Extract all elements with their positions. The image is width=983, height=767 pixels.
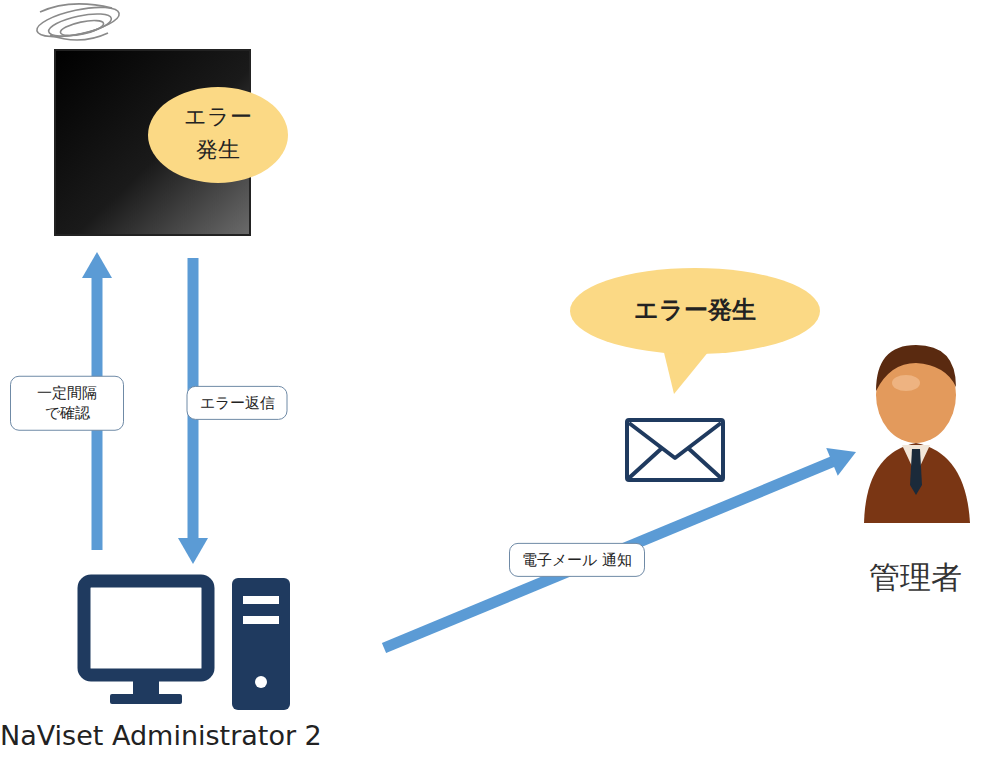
arrow-head	[82, 252, 112, 278]
power-button	[255, 676, 267, 688]
edge-label: エラー返信	[187, 386, 288, 420]
pc-stand	[133, 680, 159, 696]
envelope-icon	[627, 420, 723, 480]
person-node: 管理者	[850, 325, 981, 600]
person-hair	[876, 345, 956, 391]
swirl-symbol	[34, 2, 121, 43]
arrow-head	[178, 538, 208, 564]
connector-line	[384, 461, 834, 648]
person-art	[850, 325, 981, 600]
person-suit	[864, 443, 970, 523]
node-text: 管理者	[850, 557, 981, 599]
edge-label: 一定間隔 で確認	[10, 376, 124, 431]
connector-arrow	[384, 448, 856, 648]
pc-tower	[232, 578, 290, 710]
arrow-head	[826, 448, 856, 476]
face-highlight	[892, 375, 920, 391]
drive-slot	[243, 616, 279, 624]
pc-base	[110, 694, 182, 704]
pc-node: NaViset Administrator 2	[0, 572, 380, 767]
person-tie	[910, 449, 922, 495]
monitor-art	[55, 50, 295, 240]
node-text: NaViset Administrator 2	[0, 720, 380, 751]
bubble-node: エラー発生	[568, 266, 822, 396]
node-text: エラー発生	[568, 294, 822, 326]
node-text: エラー 発生	[173, 100, 263, 166]
drive-slot	[243, 596, 279, 604]
edge-label: 電子メール 通知	[509, 543, 645, 577]
monitor-node: エラー 発生	[55, 50, 295, 240]
bubble-art	[568, 266, 822, 396]
error-bubble	[148, 87, 288, 183]
pc-monitor	[84, 581, 208, 675]
